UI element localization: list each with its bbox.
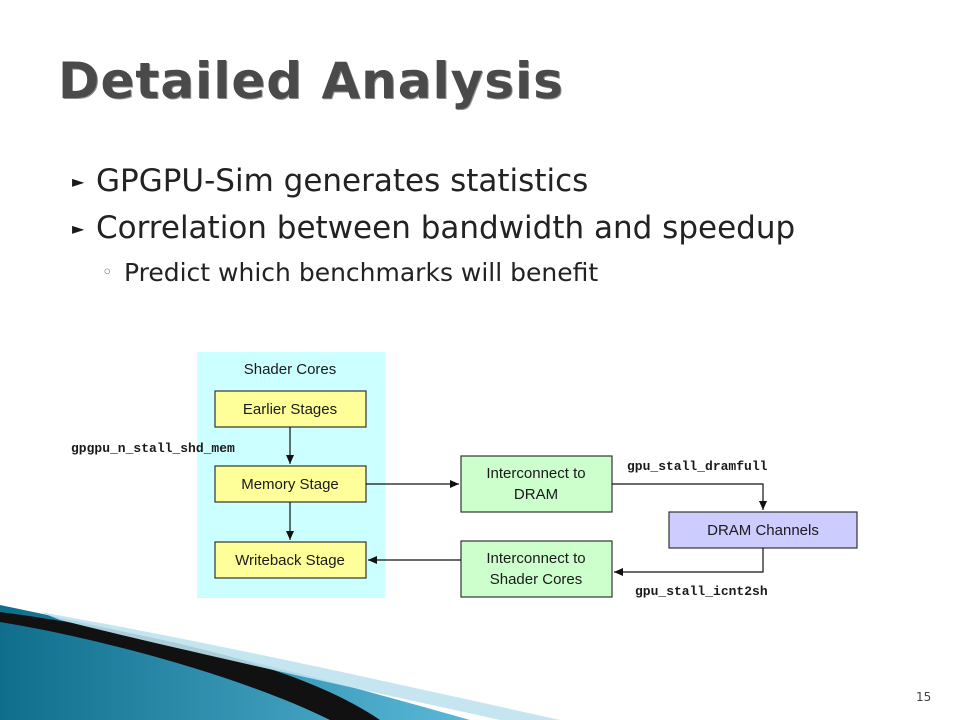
interconnect-shader-label-line2: Shader Cores (490, 571, 583, 588)
bullet-text: Correlation between bandwidth and speedu… (96, 210, 796, 246)
bullet-arrow-icon: ► (72, 172, 85, 191)
bullet-list: ► GPGPU-Sim generates statistics ► Corre… (72, 158, 795, 294)
stat-label-shd-mem: gpgpu_n_stall_shd_mem (71, 441, 235, 456)
bullet-text: GPGPU-Sim generates statistics (96, 163, 589, 199)
bullet-item: ► Correlation between bandwidth and spee… (72, 205, 795, 252)
interconnect-shader-label-line1: Interconnect to (486, 550, 585, 567)
arrow-interconnect-to-dram (612, 483, 767, 510)
sub-bullet-text: Predict which benchmarks will benefit (124, 258, 599, 287)
bullet-arrow-icon: ► (72, 219, 85, 238)
bullet-item: ► GPGPU-Sim generates statistics (72, 158, 795, 205)
sub-bullet-circle-icon: ◦ (102, 262, 113, 283)
decorative-swoosh (0, 605, 560, 720)
interconnect-dram-label-line1: Interconnect to (486, 465, 585, 482)
stat-label-dramfull: gpu_stall_dramfull (627, 459, 768, 474)
dram-channels-label: DRAM Channels (707, 522, 819, 539)
arrow-dram-to-interconnect (614, 548, 764, 576)
interconnect-shader-box (460, 540, 613, 598)
memory-stage-box (214, 465, 367, 503)
slide-title: Detailed Analysis (58, 52, 564, 110)
writeback-stage-label: Writeback Stage (235, 552, 345, 569)
memory-stage-label: Memory Stage (241, 476, 339, 493)
page-number: 15 (916, 690, 932, 704)
sub-bullet-item: ◦ Predict which benchmarks will benefit (72, 252, 795, 294)
writeback-stage-box (214, 541, 367, 579)
interconnect-dram-box (460, 455, 613, 513)
shader-cores-label: Shader Cores (244, 361, 337, 378)
stat-label-icnt2sh: gpu_stall_icnt2sh (635, 584, 768, 599)
earlier-stages-label: Earlier Stages (243, 401, 337, 418)
interconnect-dram-label-line2: DRAM (514, 486, 558, 503)
